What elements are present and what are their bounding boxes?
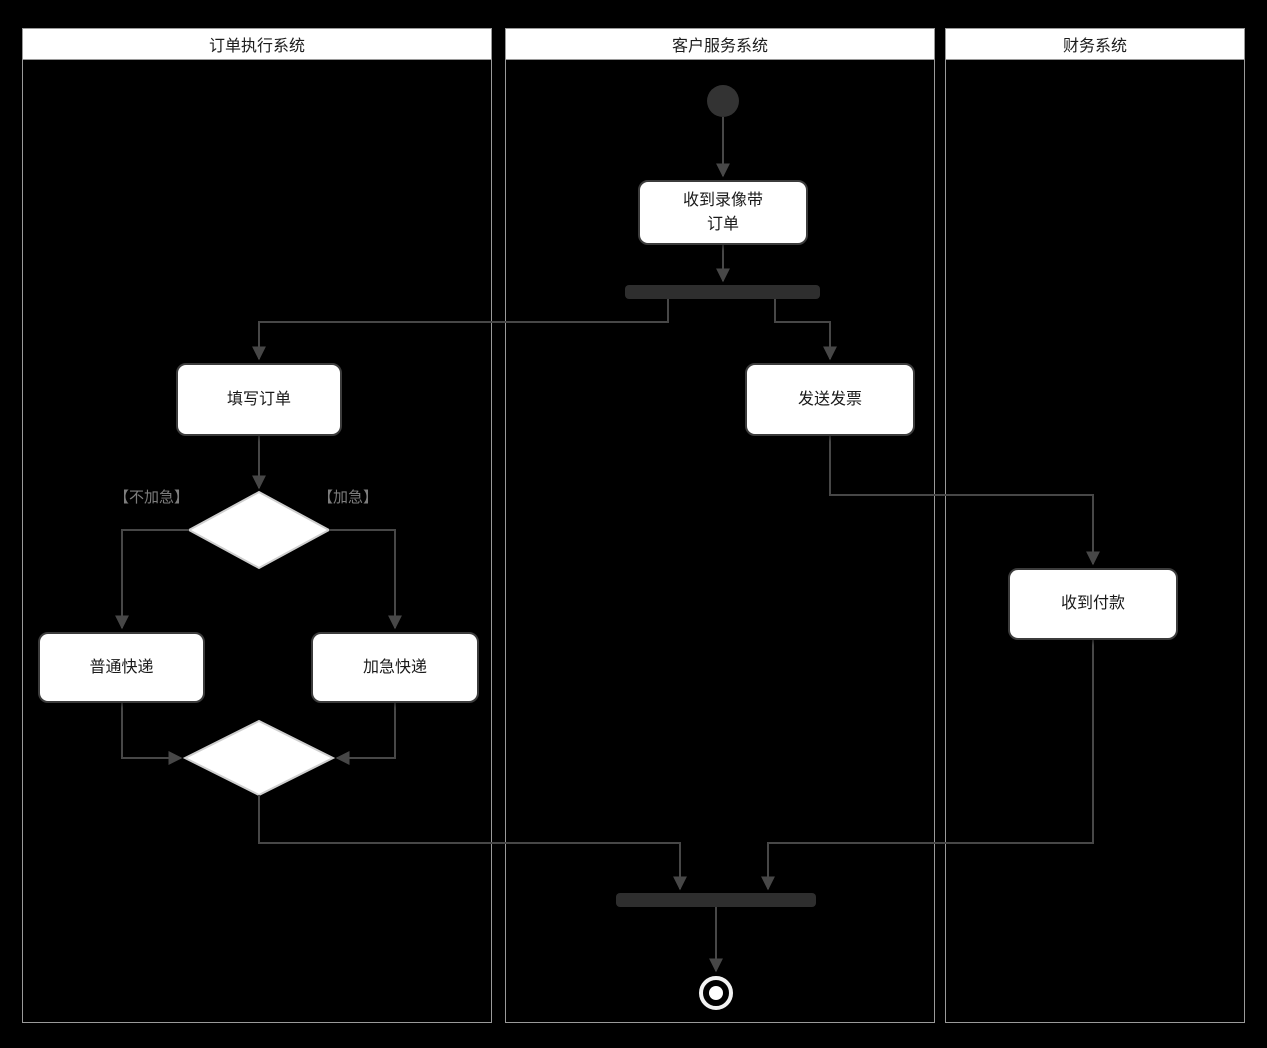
activity-fill-order: 填写订单	[176, 363, 342, 436]
lane-title: 客户服务系统	[671, 38, 768, 55]
activity-ordinary-express: 普通快递	[38, 632, 205, 703]
activity-urgent-express: 加急快递	[311, 632, 479, 703]
lane-order-execution: 订单执行系统	[22, 28, 492, 1023]
activity-label: 加急快递	[362, 658, 427, 676]
lane-order-execution-header: 订单执行系统	[23, 29, 491, 60]
activity-label: 收到付款	[1060, 595, 1125, 613]
lane-customer-service: 客户服务系统	[505, 28, 935, 1023]
activity-receive-payment: 收到付款	[1008, 568, 1178, 640]
activity-label: 收到录像带 订单	[682, 192, 763, 233]
final-node	[699, 976, 733, 1010]
activity-label: 普通快递	[89, 658, 154, 676]
lane-title: 财务系统	[1062, 38, 1127, 55]
lane-finance-header: 财务系统	[946, 29, 1244, 60]
activity-receive-order: 收到录像带 订单	[638, 180, 808, 245]
edge-label-not-urgent: 【不加急】	[114, 489, 190, 506]
lane-title: 订单执行系统	[208, 38, 305, 55]
final-node-dot	[709, 986, 723, 1000]
lane-customer-service-header: 客户服务系统	[506, 29, 934, 60]
lane-finance: 财务系统	[945, 28, 1245, 1023]
activity-send-invoice: 发送发票	[745, 363, 915, 436]
fork-bar	[625, 285, 820, 299]
join-bar	[616, 893, 816, 907]
activity-label: 填写订单	[226, 390, 291, 408]
activity-label: 发送发票	[797, 390, 862, 408]
edge-label-urgent: 【加急】	[318, 489, 379, 506]
start-node	[707, 85, 739, 117]
